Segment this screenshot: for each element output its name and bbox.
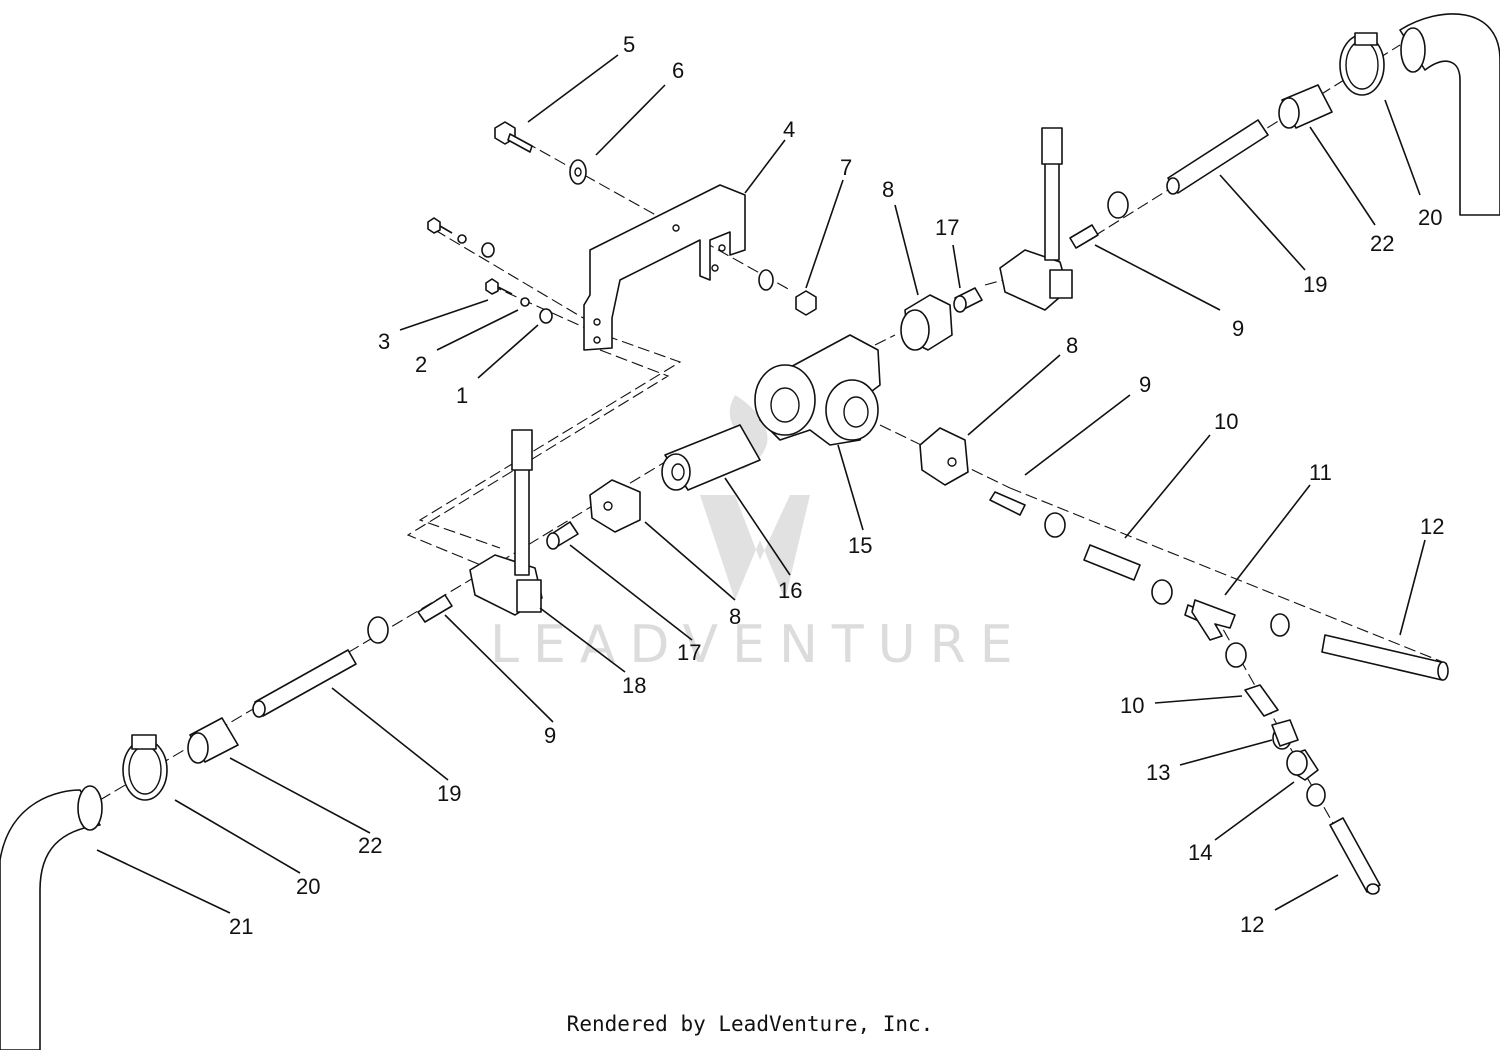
callout-18: 18 [622, 673, 646, 698]
leader-lines [96, 54, 1426, 914]
callout-10: 10 [1214, 409, 1238, 434]
pipe-nipple [661, 424, 761, 491]
callout-21: 21 [229, 914, 253, 939]
small-hardware [427, 217, 817, 324]
callout-9: 9 [1139, 372, 1151, 397]
callout-3: 3 [378, 329, 390, 354]
callout-labels: 5 6 4 7 8 17 9 19 22 20 3 2 1 8 9 10 11 … [229, 32, 1444, 939]
fitting-13 [1271, 719, 1299, 747]
callout-15: 15 [848, 533, 872, 558]
callout-12: 12 [1240, 912, 1264, 937]
callout-8: 8 [1066, 333, 1078, 358]
callout-5: 5 [623, 32, 635, 57]
callout-11: 11 [1309, 460, 1332, 485]
callout-6: 6 [672, 58, 684, 83]
tubes [1321, 634, 1449, 895]
callout-1: 1 [456, 383, 468, 408]
bushing-right [919, 427, 969, 486]
callout-20: 20 [296, 874, 320, 899]
callout-22: 22 [1370, 231, 1394, 256]
bolt [494, 121, 533, 153]
sensor-lower [469, 429, 543, 616]
callout-16: 16 [778, 578, 802, 603]
callout-17: 17 [677, 640, 701, 665]
callout-9: 9 [1232, 316, 1244, 341]
reducer-lower [187, 717, 239, 764]
footer-credit: Rendered by LeadVenture, Inc. [566, 1012, 934, 1036]
bushing-upper [900, 294, 953, 351]
callout-2: 2 [415, 352, 427, 377]
small-tee [1191, 599, 1236, 641]
small-clamps [367, 191, 1326, 807]
hose-clamp-lower [122, 734, 168, 801]
filter-14 [1286, 749, 1319, 781]
elbow-hose-lower [0, 785, 103, 1050]
callout-4: 4 [783, 117, 795, 142]
elbow-hose-upper [1399, 13, 1500, 216]
callout-12: 12 [1420, 514, 1444, 539]
callout-13: 13 [1146, 760, 1170, 785]
callout-19: 19 [1303, 272, 1327, 297]
callout-10: 10 [1120, 693, 1144, 718]
callout-8: 8 [882, 177, 894, 202]
hose-clamp-upper [1339, 32, 1385, 96]
adapter-left [546, 521, 579, 550]
centerlines [99, 44, 1451, 893]
watermark-text: LEADVENTURE [490, 615, 1027, 675]
callout-14: 14 [1188, 840, 1212, 865]
callout-22: 22 [358, 833, 382, 858]
callout-8: 8 [729, 604, 741, 629]
callout-20: 20 [1418, 205, 1442, 230]
callout-7: 7 [840, 155, 852, 180]
bushing-left [589, 479, 641, 533]
sensor-upper [999, 127, 1073, 311]
hoses [252, 119, 1279, 718]
adapter-upper [953, 287, 983, 313]
callout-9: 9 [544, 723, 556, 748]
tee-fitting [754, 334, 881, 446]
reducer-upper [1278, 84, 1333, 129]
washer [569, 159, 587, 185]
callout-19: 19 [437, 781, 461, 806]
watermark-logo: LEADVENTURE [490, 395, 1027, 675]
callout-17: 17 [935, 215, 959, 240]
bracket [583, 184, 746, 351]
